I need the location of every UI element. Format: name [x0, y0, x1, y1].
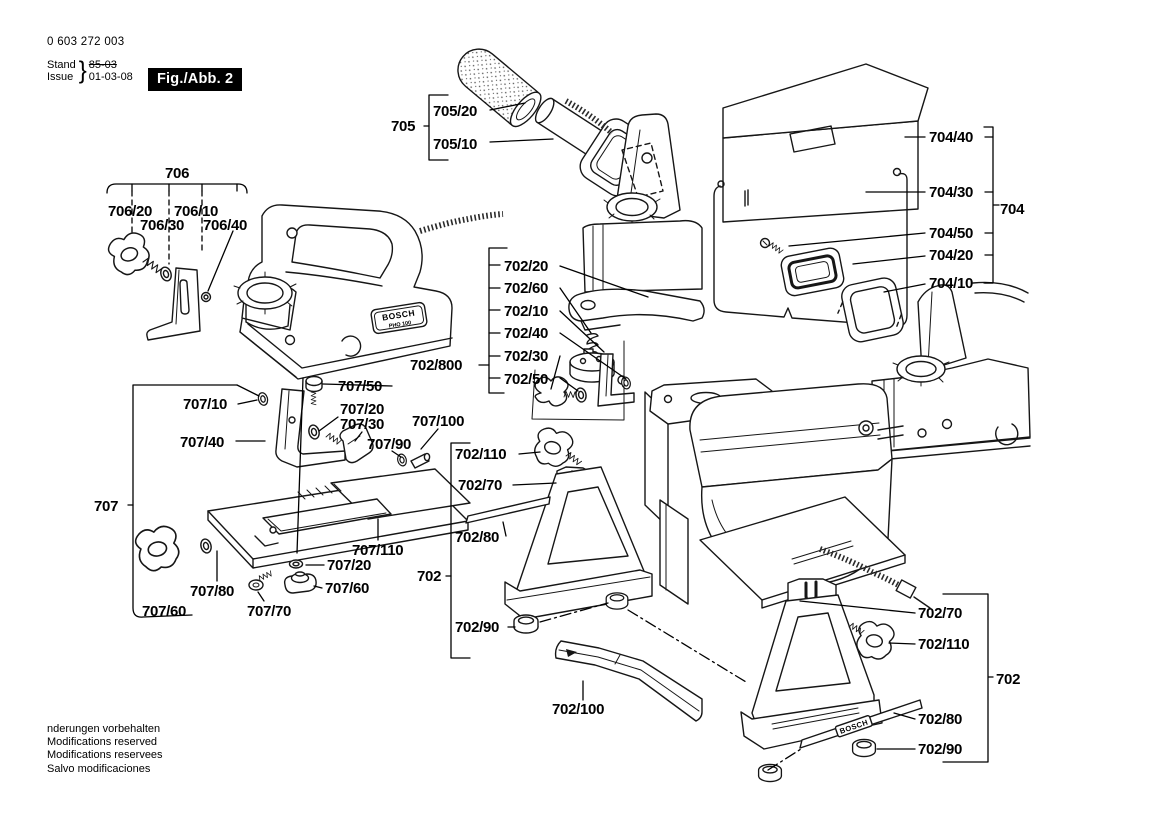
callout-702-100: 702/100 — [552, 701, 604, 718]
callout-704-50: 704/50 — [929, 225, 973, 242]
footer-disclaimer: nderungen vorbehalten Modifications rese… — [47, 723, 163, 776]
callout-707-10: 707/10 — [183, 396, 227, 413]
screw-704-50 — [759, 237, 785, 255]
stand-label: Stand — [47, 59, 76, 71]
callout-group-702-800: 702/800 — [410, 357, 462, 374]
callout-702-30: 702/30 — [504, 348, 548, 365]
callout-704-10: 704/10 — [929, 275, 973, 292]
figure-badge: Fig./Abb. 2 — [148, 68, 243, 91]
callout-707-50: 707/50 — [338, 378, 382, 395]
dust-bag-705-20 — [457, 48, 542, 128]
callout-706-30: 706/30 — [140, 217, 184, 234]
callout-707-110: 707/110 — [352, 542, 403, 559]
frame-704-20 — [780, 247, 845, 297]
footer-line-de: nderungen vorbehalten — [47, 723, 161, 735]
callout-702-110-right: 702/110 — [918, 636, 969, 653]
footer-line-fr: Modifications reservees — [47, 749, 163, 762]
document-number: 0 603 272 003 — [47, 36, 125, 48]
callout-707-100: 707/100 — [412, 413, 464, 430]
fence-knob-706 — [104, 229, 212, 341]
callout-707-20b: 707/20 — [327, 557, 371, 574]
chute-704-10 — [837, 277, 904, 343]
wire-bail-704-30 — [713, 167, 908, 327]
callout-group-707: 707 — [94, 498, 118, 515]
footer-line-es: Salvo modificaciones — [47, 762, 151, 775]
callout-labels: 705 705/20 705/10 706 706/20 706/10 706/… — [94, 103, 1025, 758]
callout-702-70-right: 702/70 — [918, 605, 962, 622]
callout-706-10: 706/10 — [174, 203, 218, 220]
planer-rear-view — [564, 98, 703, 293]
callout-707-40: 707/40 — [180, 434, 224, 451]
callout-702-80-right: 702/80 — [918, 711, 962, 728]
callout-707-80: 707/80 — [190, 583, 234, 600]
callout-704-20: 704/20 — [929, 247, 973, 264]
callout-707-60b: 707/60 — [325, 580, 369, 597]
guide-fence-assembly-707 — [132, 375, 471, 594]
callout-707-90: 707/90 — [367, 436, 411, 453]
issue-label: Issue — [47, 71, 74, 83]
issue-row: Stand Issue } 85-03 01-03-08 — [47, 56, 133, 85]
callout-705-10: 705/10 — [433, 136, 477, 153]
callout-lines — [106, 94, 1000, 771]
callout-702-90-left: 702/90 — [455, 619, 499, 636]
callout-702-40: 702/40 — [504, 325, 548, 342]
callout-group-706: 706 — [165, 165, 189, 182]
callout-group-704: 704 — [1000, 201, 1025, 218]
planer-model-label: PHO 100 — [388, 320, 411, 329]
callout-702-10: 702/10 — [504, 303, 548, 320]
callout-707-60a: 707/60 — [142, 603, 186, 620]
issue-date: 01-03-08 — [88, 71, 133, 83]
callout-707-20a: 707/20 — [340, 401, 384, 418]
pivot-arm-assembly-702-800 — [531, 288, 705, 421]
callout-702-50: 702/50 — [504, 371, 548, 388]
callout-704-40: 704/40 — [929, 129, 973, 146]
callout-706-20: 706/20 — [108, 203, 152, 220]
callout-group-702-right: 702 — [996, 671, 1020, 688]
callout-704-30: 704/30 — [929, 184, 973, 201]
callout-group-705: 705 — [391, 118, 415, 135]
callout-702-70-left: 702/70 — [458, 477, 502, 494]
callout-702-60: 702/60 — [504, 280, 548, 297]
stand-foot-left-702-70 — [465, 424, 653, 634]
guide-rail-702-100 — [554, 640, 703, 722]
stand-foot-right-702-70: BOSCH — [740, 578, 923, 783]
callout-group-702-left: 702 — [417, 568, 441, 585]
planer-front-view: BOSCH PHO 100 — [233, 204, 504, 380]
stand-date-old: 85-03 — [88, 59, 117, 71]
callout-707-30: 707/30 — [340, 416, 384, 433]
dust-box-704-40 — [722, 63, 929, 223]
header: 0 603 272 003 Stand Issue } 85-03 01-03-… — [47, 36, 133, 85]
callout-702-90-right: 702/90 — [918, 741, 962, 758]
footer-line-en: Modifications reserved — [47, 736, 158, 749]
callout-702-80-left: 702/80 — [455, 529, 499, 546]
brace-glyph: } — [78, 56, 87, 85]
callout-702-20: 702/20 — [504, 258, 548, 275]
stationary-stand-assembly — [644, 378, 931, 609]
callout-707-70: 707/70 — [247, 603, 291, 620]
planer-right-view — [866, 281, 1031, 462]
callout-702-110-left: 702/110 — [455, 446, 506, 463]
callout-705-20: 705/20 — [433, 103, 477, 120]
callout-706-40: 706/40 — [203, 217, 247, 234]
